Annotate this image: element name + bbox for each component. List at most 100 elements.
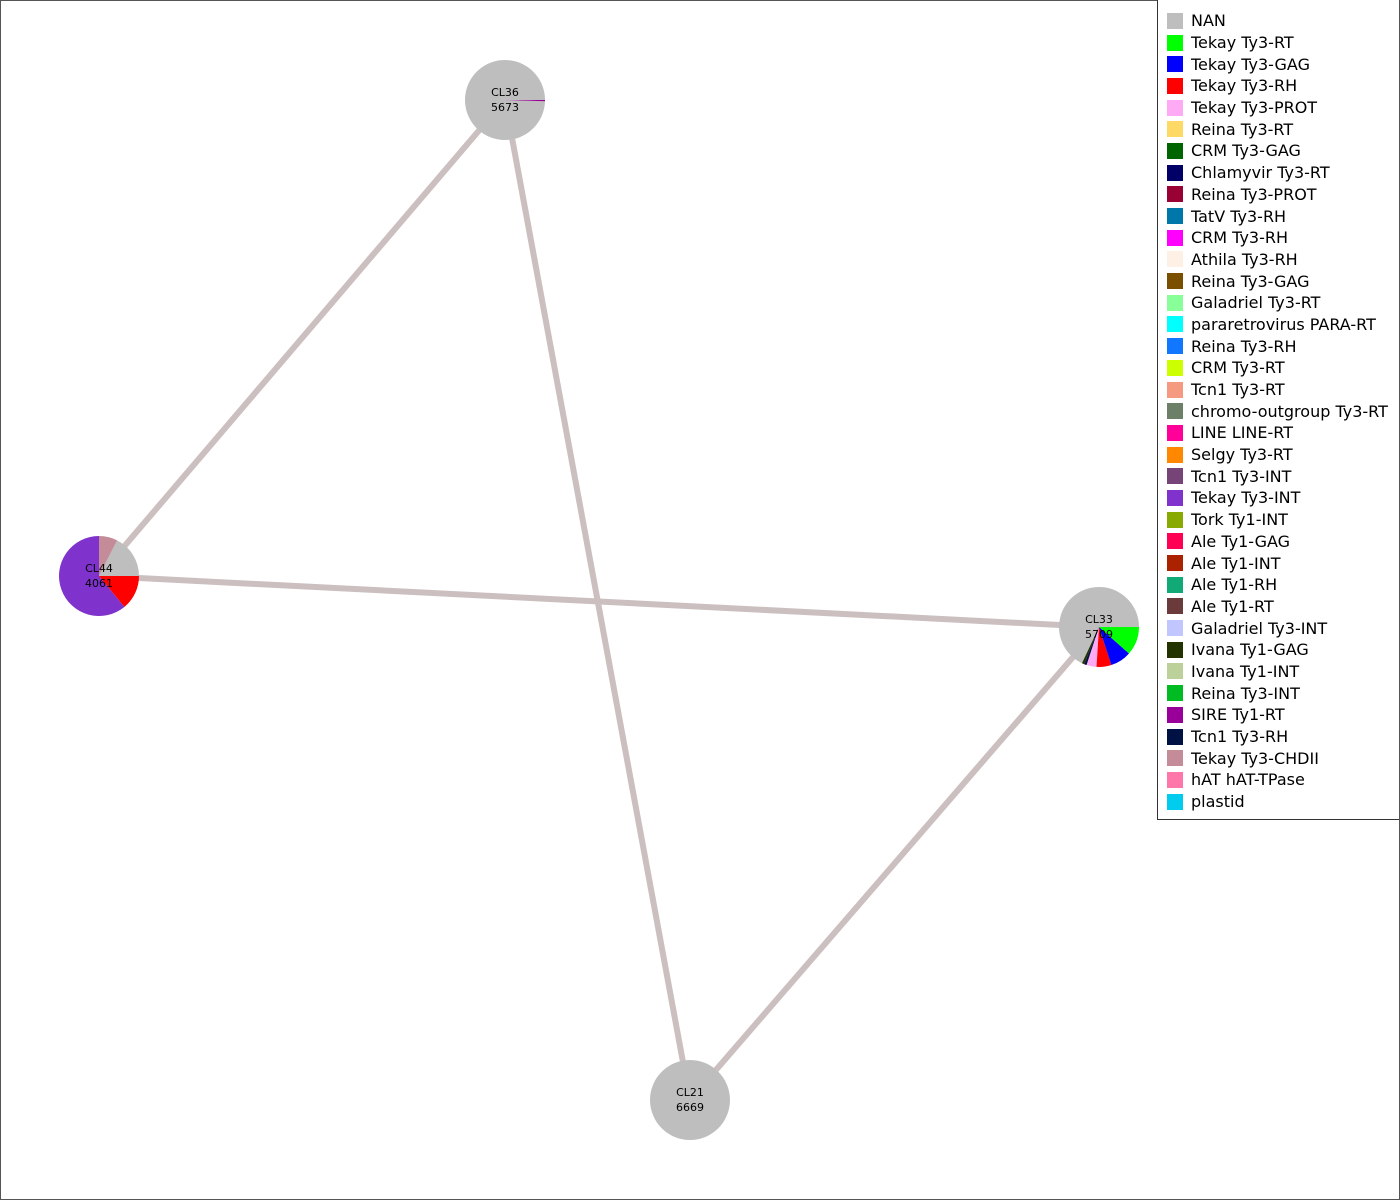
edge-CL36-CL44	[96, 98, 508, 578]
legend-label: Ale Ty1-GAG	[1191, 531, 1291, 551]
legend-label: Tcn1 Ty3-RH	[1191, 727, 1289, 747]
legend-swatch	[1167, 685, 1183, 702]
legend-label: Reina Ty3-RT	[1191, 119, 1294, 139]
legend-swatch	[1167, 34, 1183, 51]
legend-swatch	[1167, 229, 1183, 246]
pie-slice	[505, 100, 545, 102]
legend-swatch	[1167, 77, 1183, 94]
legend-item: Tekay Ty3-PROT	[1158, 97, 1399, 119]
legend-label: chromo-outgroup Ty3-RT	[1191, 401, 1388, 421]
legend-swatch	[1167, 771, 1183, 788]
pie-slice	[1084, 627, 1099, 666]
legend-item: Reina Ty3-GAG	[1158, 270, 1399, 292]
legend-swatch	[1167, 446, 1183, 463]
legend-item: plastid	[1158, 791, 1399, 813]
legend-label: TatV Ty3-RH	[1191, 206, 1287, 226]
node-count-label: 5709	[1085, 628, 1113, 641]
node-id-label: CL21	[676, 1086, 704, 1099]
legend-label: Galadriel Ty3-RT	[1191, 293, 1321, 313]
legend-label: plastid	[1191, 792, 1245, 812]
legend-item: CRM Ty3-GAG	[1158, 140, 1399, 162]
legend-item: Tork Ty1-INT	[1158, 509, 1399, 531]
legend-label: LINE LINE-RT	[1191, 423, 1294, 443]
legend-label: Ivana Ty1-INT	[1191, 661, 1300, 681]
legend-swatch	[1167, 793, 1183, 810]
legend-item: Ale Ty1-INT	[1158, 552, 1399, 574]
legend-item: Athila Ty3-RH	[1158, 249, 1399, 271]
legend-label: Ale Ty1-INT	[1191, 553, 1281, 573]
legend-swatch	[1167, 555, 1183, 572]
legend-swatch	[1167, 208, 1183, 225]
legend-item: Tekay Ty3-RT	[1158, 32, 1399, 54]
node-count-label: 6669	[676, 1101, 704, 1114]
legend-swatch	[1167, 598, 1183, 615]
legend-label: Tcn1 Ty3-RT	[1191, 380, 1285, 400]
legend-swatch	[1167, 576, 1183, 593]
legend-item: Galadriel Ty3-RT	[1158, 292, 1399, 314]
legend-item: Reina Ty3-RT	[1158, 118, 1399, 140]
legend-item: Ale Ty1-RT	[1158, 596, 1399, 618]
legend-item: NAN	[1158, 10, 1399, 32]
legend-swatch	[1167, 12, 1183, 29]
legend-label: CRM Ty3-RH	[1191, 228, 1289, 248]
node-CL33[interactable]: CL33 5709	[1059, 586, 1139, 667]
pie-slice	[465, 60, 545, 141]
legend-swatch	[1167, 359, 1183, 376]
legend-item: Ivana Ty1-INT	[1158, 661, 1399, 683]
legend-item: Reina Ty3-RH	[1158, 335, 1399, 357]
legend-item: chromo-outgroup Ty3-RT	[1158, 400, 1399, 422]
legend-swatch	[1167, 750, 1183, 767]
legend-swatch	[1167, 294, 1183, 311]
legend-item: Tcn1 Ty3-RT	[1158, 379, 1399, 401]
legend-label: SIRE Ty1-RT	[1191, 705, 1285, 725]
legend-swatch	[1167, 273, 1183, 290]
legend-swatch	[1167, 424, 1183, 441]
pie-slice	[1086, 627, 1099, 667]
legend-label: Selgy Ty3-RT	[1191, 445, 1293, 465]
legend-label: Ale Ty1-RT	[1191, 596, 1274, 616]
legend-swatch	[1167, 121, 1183, 138]
legend-label: Tekay Ty3-INT	[1191, 488, 1301, 508]
node-count-label: 4061	[85, 577, 113, 590]
legend-label: pararetrovirus PARA-RT	[1191, 314, 1376, 334]
legend-swatch	[1167, 641, 1183, 658]
legend-swatch	[1167, 142, 1183, 159]
pie-slice	[1099, 627, 1130, 666]
legend-item: pararetrovirus PARA-RT	[1158, 314, 1399, 336]
legend-label: Galadriel Ty3-INT	[1191, 618, 1328, 638]
legend-item: Reina Ty3-PROT	[1158, 184, 1399, 206]
legend-label: Athila Ty3-RH	[1191, 249, 1298, 269]
legend-label: Chlamyvir Ty3-RT	[1191, 163, 1330, 183]
node-count-label: 5673	[491, 101, 519, 114]
legend-item: Ale Ty1-RH	[1158, 574, 1399, 596]
legend-item: CRM Ty3-RH	[1158, 227, 1399, 249]
legend-item: LINE LINE-RT	[1158, 422, 1399, 444]
legend-swatch	[1167, 381, 1183, 398]
legend-label: Reina Ty3-GAG	[1191, 271, 1310, 291]
legend-item: Tcn1 Ty3-RH	[1158, 726, 1399, 748]
legend-label: Tcn1 Ty3-INT	[1191, 466, 1292, 486]
legend-label: Tork Ty1-INT	[1191, 510, 1288, 530]
legend-label: Reina Ty3-PROT	[1191, 184, 1317, 204]
legend-swatch	[1167, 403, 1183, 420]
legend-label: Tekay Ty3-CHDII	[1191, 748, 1319, 768]
legend-item: Chlamyvir Ty3-RT	[1158, 162, 1399, 184]
legend-item: Galadriel Ty3-INT	[1158, 617, 1399, 639]
legend-swatch	[1167, 56, 1183, 73]
legend-item: Tcn1 Ty3-INT	[1158, 465, 1399, 487]
legend-label: Ivana Ty1-GAG	[1191, 640, 1309, 660]
pie-slice	[59, 536, 125, 616]
legend-label: Reina Ty3-RH	[1191, 336, 1297, 356]
pie-slice	[99, 540, 139, 576]
node-CL21[interactable]: CL21 6669	[650, 1060, 730, 1140]
legend-item: Tekay Ty3-GAG	[1158, 53, 1399, 75]
node-id-label: CL33	[1085, 613, 1113, 626]
legend-swatch	[1167, 663, 1183, 680]
legend-swatch	[1167, 316, 1183, 333]
legend-item: CRM Ty3-RT	[1158, 357, 1399, 379]
